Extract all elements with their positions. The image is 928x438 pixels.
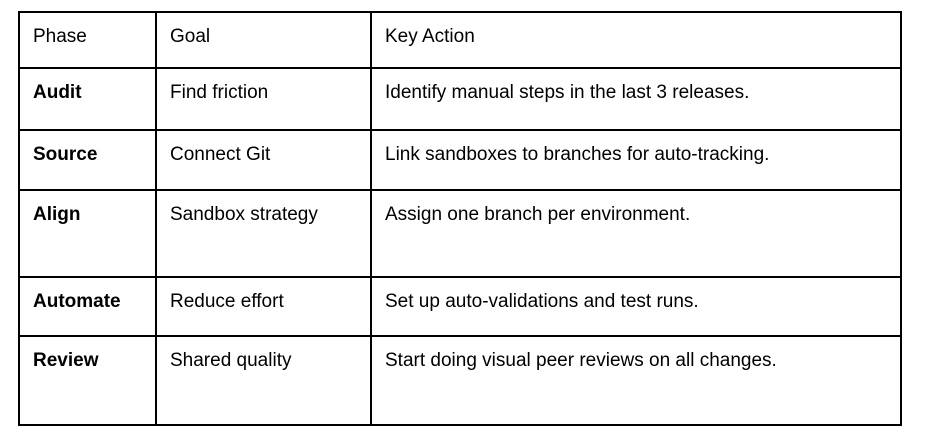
table-row: Review Shared quality Start doing visual…	[18, 335, 902, 426]
cell-phase: Audit	[18, 67, 157, 131]
cell-key-action: Link sandboxes to branches for auto-trac…	[370, 129, 902, 191]
table-header: Phase Goal Key Action	[18, 11, 902, 69]
column-header-phase: Phase	[18, 11, 157, 69]
cell-goal: Reduce effort	[155, 276, 372, 337]
table-header-row: Phase Goal Key Action	[18, 11, 902, 69]
cell-phase: Review	[18, 335, 157, 426]
table-body: Audit Find friction Identify manual step…	[18, 67, 902, 426]
cell-phase: Align	[18, 189, 157, 278]
cell-goal: Shared quality	[155, 335, 372, 426]
cell-goal: Find friction	[155, 67, 372, 131]
column-header-goal: Goal	[155, 11, 372, 69]
cell-key-action: Set up auto-validations and test runs.	[370, 276, 902, 337]
column-header-key-action: Key Action	[370, 11, 902, 69]
phase-table-container: Phase Goal Key Action Audit Find frictio…	[18, 11, 902, 426]
table-row: Source Connect Git Link sandboxes to bra…	[18, 129, 902, 191]
cell-phase: Source	[18, 129, 157, 191]
phase-table: Phase Goal Key Action Audit Find frictio…	[18, 11, 902, 426]
table-row: Align Sandbox strategy Assign one branch…	[18, 189, 902, 278]
cell-key-action: Start doing visual peer reviews on all c…	[370, 335, 902, 426]
cell-key-action: Assign one branch per environment.	[370, 189, 902, 278]
table-row: Automate Reduce effort Set up auto-valid…	[18, 276, 902, 337]
cell-key-action: Identify manual steps in the last 3 rele…	[370, 67, 902, 131]
cell-goal: Sandbox strategy	[155, 189, 372, 278]
cell-phase: Automate	[18, 276, 157, 337]
cell-goal: Connect Git	[155, 129, 372, 191]
table-row: Audit Find friction Identify manual step…	[18, 67, 902, 131]
